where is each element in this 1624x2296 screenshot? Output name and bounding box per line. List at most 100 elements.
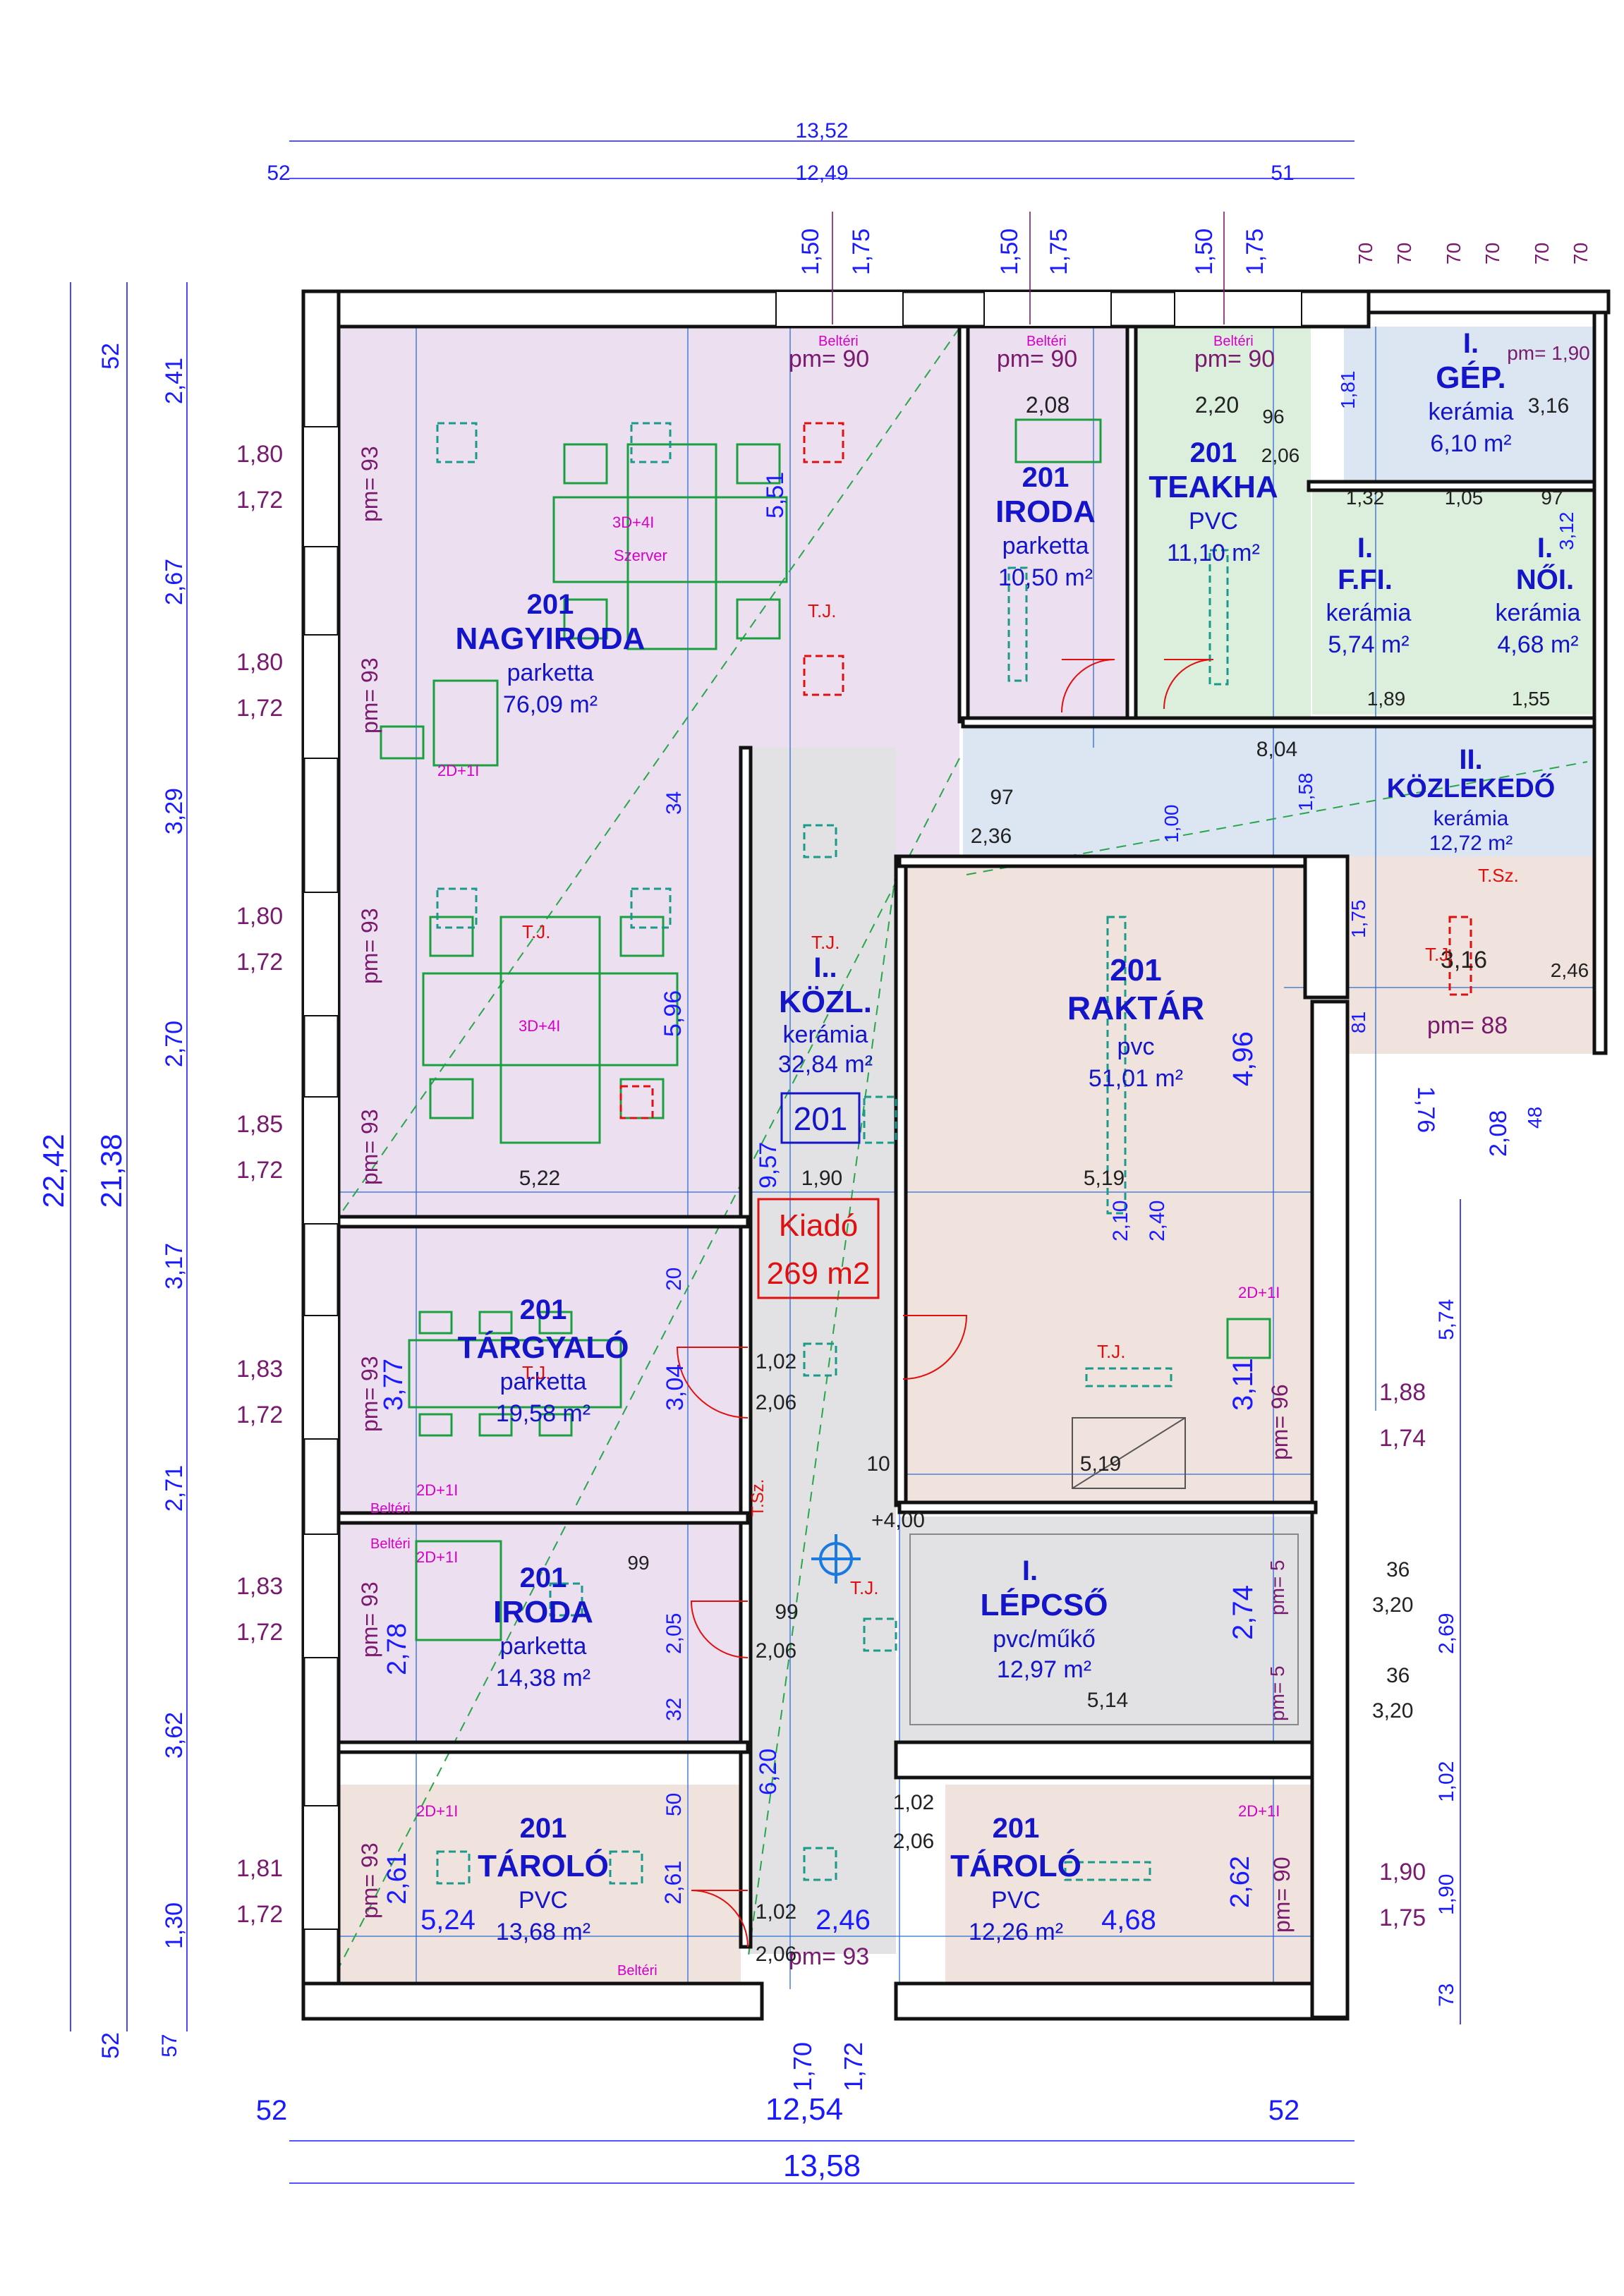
svg-text:pm= 93: pm= 93	[357, 446, 382, 522]
room-label-kozl: I.. KÖZL. kerámia 32,84 m²	[778, 952, 873, 1078]
svg-text:pm= 93: pm= 93	[357, 657, 382, 734]
pm-label: pm= 90	[1194, 346, 1275, 372]
svg-text:parketta: parketta	[1002, 533, 1089, 559]
room-label-lepcso: I. LÉPCSŐ pvc/műkő 12,97 m²	[981, 1555, 1108, 1683]
room-label-raktar: 201 RAKTÁR pvc 51,01 m²	[1067, 953, 1204, 1092]
dim-left-segment: 2,41	[161, 358, 188, 404]
svg-text:1,02: 1,02	[756, 1900, 796, 1924]
room-label-gep: I. GÉP. kerámia 6,10 m²	[1429, 328, 1514, 457]
dim-top-window: 1,75	[848, 229, 875, 275]
svg-text:34: 34	[662, 791, 686, 815]
room-fill-targyalo	[339, 1226, 741, 1515]
svg-text:Beltéri: Beltéri	[818, 334, 859, 349]
svg-text:3,04: 3,04	[662, 1364, 689, 1411]
svg-text:3D+4I: 3D+4I	[612, 514, 654, 531]
svg-text:2,36: 2,36	[971, 825, 1012, 848]
svg-text:2D+1I: 2D+1I	[1238, 1802, 1280, 1820]
unit-number: 201	[794, 1100, 848, 1137]
svg-text:T.J.: T.J.	[1097, 1341, 1125, 1362]
dim-bottom-total: 13,58	[783, 2149, 861, 2183]
svg-text:32: 32	[662, 1698, 686, 1721]
svg-text:201: 201	[1022, 462, 1069, 493]
doors	[676, 659, 1214, 1948]
dim-top-small: 70	[1570, 243, 1592, 265]
svg-text:201: 201	[520, 1562, 567, 1593]
dim-top-window: 1,75	[1046, 229, 1072, 275]
svg-text:3,20: 3,20	[1372, 1699, 1413, 1723]
dim-bottom-door: 1,70	[788, 2042, 817, 2091]
dim-top-window: 1,50	[1191, 229, 1218, 275]
svg-text:3D+4I: 3D+4I	[519, 1017, 560, 1035]
dim-corridor-width: 2,46	[816, 1905, 871, 1936]
svg-text:1,76: 1,76	[1412, 1086, 1439, 1133]
svg-text:76,09 m²: 76,09 m²	[503, 691, 598, 718]
dim-top-left: 52	[267, 162, 290, 185]
svg-text:IRODA: IRODA	[995, 494, 1096, 529]
dim-bottom-left: 52	[256, 2095, 288, 2126]
svg-text:KÖZLEKEDŐ: KÖZLEKEDŐ	[1387, 772, 1556, 803]
svg-text:Beltéri: Beltéri	[370, 1501, 411, 1517]
svg-text:5,96: 5,96	[660, 990, 686, 1037]
svg-text:36: 36	[1386, 1664, 1410, 1687]
svg-text:Beltéri: Beltéri	[1026, 334, 1067, 349]
svg-text:1,55: 1,55	[1512, 688, 1551, 710]
svg-text:T.J.: T.J.	[811, 932, 840, 953]
room-fill-kozlekedo	[963, 724, 1598, 856]
pm-label: pm= 90	[789, 346, 869, 372]
svg-text:4,96: 4,96	[1228, 1031, 1259, 1086]
room-label-kozlekedo: II. KÖZLEKEDŐ kerámia 12,72 m²	[1387, 744, 1556, 855]
room-label-targyalo: 201 TÁRGYALÓ parketta 19,58 m²	[458, 1294, 629, 1427]
svg-text:1,88: 1,88	[1379, 1379, 1426, 1406]
dim-left-segment: 2,67	[161, 559, 188, 605]
pm-label: pm= 90	[1269, 1857, 1295, 1933]
dim-top-mid: 12,49	[795, 162, 848, 185]
pm-label: pm= 5	[1266, 1560, 1288, 1615]
svg-text:kerámia: kerámia	[1429, 399, 1514, 425]
unit-number-box	[780, 1092, 861, 1144]
svg-text:2,10: 2,10	[1109, 1201, 1132, 1241]
svg-text:14,38 m²: 14,38 m²	[496, 1665, 590, 1691]
svg-text:2,06: 2,06	[893, 1830, 934, 1853]
svg-text:96: 96	[1262, 406, 1284, 427]
small-desks	[380, 418, 1271, 1641]
svg-text:Beltéri: Beltéri	[617, 1963, 658, 1979]
svg-text:pm= 93: pm= 93	[357, 1356, 382, 1432]
svg-text:5,19: 5,19	[1080, 1452, 1121, 1476]
unit-area: 269 m2	[767, 1256, 871, 1291]
svg-text:2,74: 2,74	[1228, 1585, 1259, 1640]
room-fill-noi	[1422, 482, 1598, 715]
svg-text:1,72: 1,72	[236, 1901, 283, 1928]
svg-text:2,62: 2,62	[1225, 1856, 1255, 1908]
svg-text:5,14: 5,14	[1087, 1689, 1128, 1712]
dim-bottom-right: 52	[1268, 2095, 1300, 2126]
svg-text:PVC: PVC	[991, 1887, 1041, 1914]
svg-text:11,10 m²: 11,10 m²	[1167, 540, 1260, 566]
svg-text:1,00: 1,00	[1161, 805, 1182, 844]
svg-text:1,80: 1,80	[236, 441, 283, 468]
svg-text:kerámia: kerámia	[1434, 807, 1509, 830]
window-dims-left: 1,80 1,72 1,80 1,72 1,80 1,72 1,85 1,72 …	[236, 441, 283, 1928]
room-fill-kozl	[748, 748, 896, 1954]
svg-text:9,57: 9,57	[755, 1142, 782, 1189]
svg-text:1,90: 1,90	[1435, 1874, 1458, 1915]
svg-text:201: 201	[520, 1813, 567, 1844]
svg-text:1,72: 1,72	[236, 695, 283, 722]
room-label-tarolo1: 201 TÁROLÓ PVC 13,68 m²	[478, 1813, 609, 1945]
svg-text:1,75: 1,75	[1379, 1905, 1426, 1931]
svg-text:1,80: 1,80	[236, 649, 283, 676]
svg-text:I.: I.	[1357, 533, 1373, 564]
svg-text:1,72: 1,72	[236, 1402, 283, 1428]
dim-top-small: 70	[1443, 243, 1465, 265]
pm-label: pm= 1,90	[1507, 342, 1590, 364]
svg-text:3,77: 3,77	[379, 1359, 408, 1411]
right-dims: 1,88 1,74 1,90 1,75 36 3,20 36 3,20 5,74…	[1372, 1299, 1458, 2007]
svg-text:pm= 93: pm= 93	[357, 1109, 382, 1185]
workstation-cluster-top	[552, 443, 788, 650]
svg-text:2,05: 2,05	[662, 1613, 686, 1654]
conference-table	[408, 1311, 622, 1437]
svg-text:50: 50	[662, 1793, 686, 1816]
svg-text:1,72: 1,72	[236, 487, 283, 514]
room-label-tarolo2: 201 TÁROLÓ PVC 12,26 m²	[950, 1813, 1081, 1945]
dim-top-small: 70	[1355, 243, 1376, 265]
interior-dims-vertical: 5,51 5,96 9,57 4,96 3,11 2,74 3,77 3,04 …	[379, 371, 1577, 1909]
